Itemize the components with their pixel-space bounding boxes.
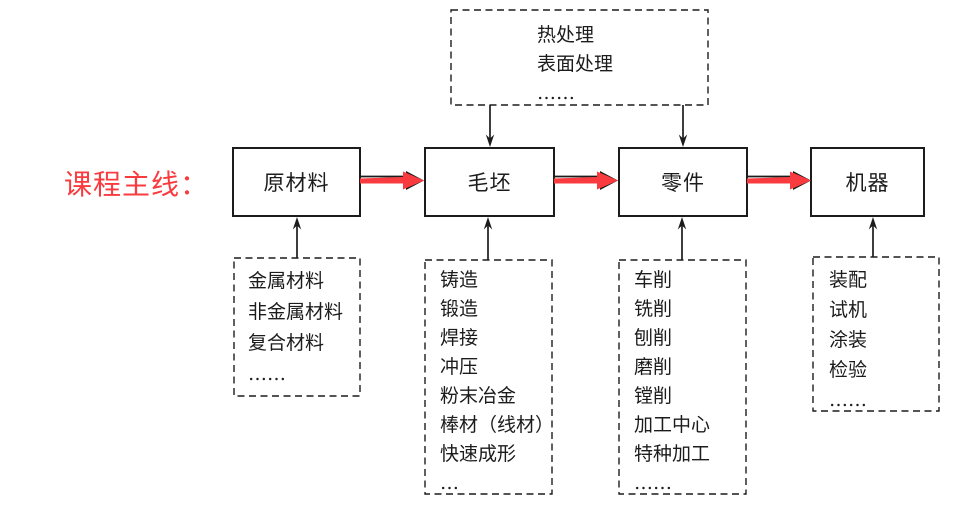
treatment-process-box: 热处理 表面处理 …… xyxy=(450,9,709,106)
arrow-down-icon xyxy=(485,105,495,147)
arrow-up-icon xyxy=(292,217,302,258)
materials-list-box: 金属材料 非金属材料 复合材料 …… xyxy=(233,257,361,397)
stage-box-machine: 机器 xyxy=(810,147,925,217)
list-item: 镗削 xyxy=(634,385,673,407)
machining-process-box: 车削 铣削 刨削 磨削 镗削 加工中心 特种加工 …… xyxy=(618,259,747,495)
dashed-border xyxy=(618,259,747,495)
arrow-up-icon xyxy=(677,217,687,260)
list-item: … xyxy=(440,472,459,494)
stage-box-part: 零件 xyxy=(618,147,748,217)
list-item: 装配 xyxy=(829,269,868,291)
list-item: 表面处理 xyxy=(537,53,614,75)
flow-arrow-right-icon xyxy=(747,171,811,190)
list-item: 快速成形 xyxy=(440,443,517,465)
list-item: …… xyxy=(829,389,867,411)
list-item: 金属材料 xyxy=(248,270,325,292)
arrow-up-icon xyxy=(868,217,878,257)
list-item: 锻造 xyxy=(440,298,479,320)
assembly-process-box: 装配 试机 涂装 检验 …… xyxy=(812,256,940,412)
dashed-border xyxy=(424,259,553,495)
stage-label: 毛坯 xyxy=(467,171,512,195)
list-item: 冲压 xyxy=(440,356,479,378)
list-item: …… xyxy=(248,363,286,385)
arrow-up-icon xyxy=(483,217,493,260)
list-item: 焊接 xyxy=(440,327,479,349)
list-item: 热处理 xyxy=(537,24,595,46)
list-item: 刨削 xyxy=(634,327,673,349)
dashed-border xyxy=(233,257,361,397)
list-item: 特种加工 xyxy=(634,443,711,465)
list-item: 铸造 xyxy=(440,269,479,291)
list-item: 加工中心 xyxy=(634,414,711,436)
stage-label: 机器 xyxy=(845,171,890,195)
list-item: 试机 xyxy=(829,299,868,321)
stage-box-blank: 毛坯 xyxy=(424,147,555,217)
list-item: 磨削 xyxy=(634,356,673,378)
list-item: 涂装 xyxy=(829,329,868,351)
stage-label: 原材料 xyxy=(263,171,330,195)
arrow-down-icon xyxy=(678,105,688,147)
flow-arrow-right-icon xyxy=(360,171,424,190)
list-item: 检验 xyxy=(829,359,868,381)
list-item: 车削 xyxy=(634,269,673,291)
list-item: 铣削 xyxy=(634,298,673,320)
list-item: 非金属材料 xyxy=(248,301,344,323)
dashed-border xyxy=(450,9,709,106)
flow-arrow-right-icon xyxy=(554,171,618,190)
list-item: …… xyxy=(537,82,575,104)
list-item: 棒材（线材） xyxy=(440,414,555,436)
stage-label: 零件 xyxy=(661,171,705,195)
course-mainline-label: 课程主线： xyxy=(64,168,210,201)
list-item: 粉末冶金 xyxy=(440,385,517,407)
list-item: …… xyxy=(634,472,672,494)
dashed-border xyxy=(812,256,940,412)
stage-box-raw-material: 原材料 xyxy=(232,147,361,217)
forming-process-box: 铸造 锻造 焊接 冲压 粉末冶金 棒材（线材） 快速成形 … xyxy=(424,259,555,495)
list-item: 复合材料 xyxy=(248,332,325,354)
